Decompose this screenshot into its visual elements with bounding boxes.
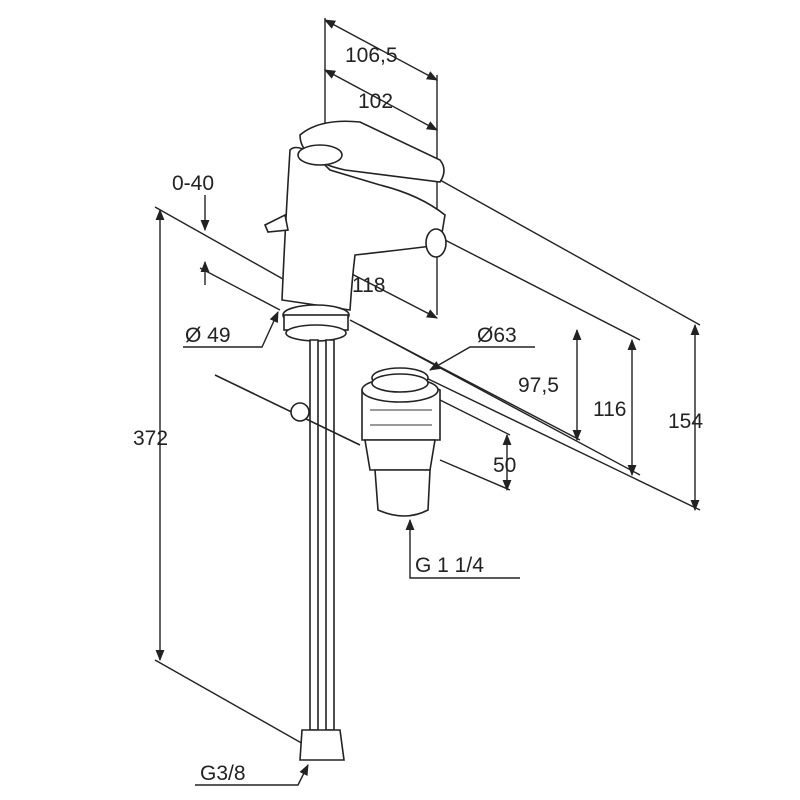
- faucet-body: [263, 120, 447, 342]
- popup-waste: [361, 367, 441, 517]
- dimension-lines: [155, 19, 700, 786]
- thread-waste-label: G 1 1/4: [415, 554, 484, 577]
- dim-0-40: 0-40: [172, 172, 214, 195]
- dim-50: 50: [493, 454, 516, 477]
- dim-154: 154: [668, 410, 703, 433]
- dim-102: 102: [358, 90, 393, 113]
- supply-hoses: [214, 339, 361, 761]
- dim-372: 372: [133, 427, 168, 450]
- dim-106-5: 106,5: [345, 44, 398, 67]
- thread-supply-label: G3/8: [200, 762, 246, 785]
- dim-dia-63: Ø63: [477, 324, 517, 347]
- dim-118: 118: [352, 274, 385, 297]
- dim-dia-49: Ø 49: [185, 324, 231, 347]
- dim-97-5: 97,5: [518, 374, 559, 397]
- dim-116: 116: [593, 398, 626, 421]
